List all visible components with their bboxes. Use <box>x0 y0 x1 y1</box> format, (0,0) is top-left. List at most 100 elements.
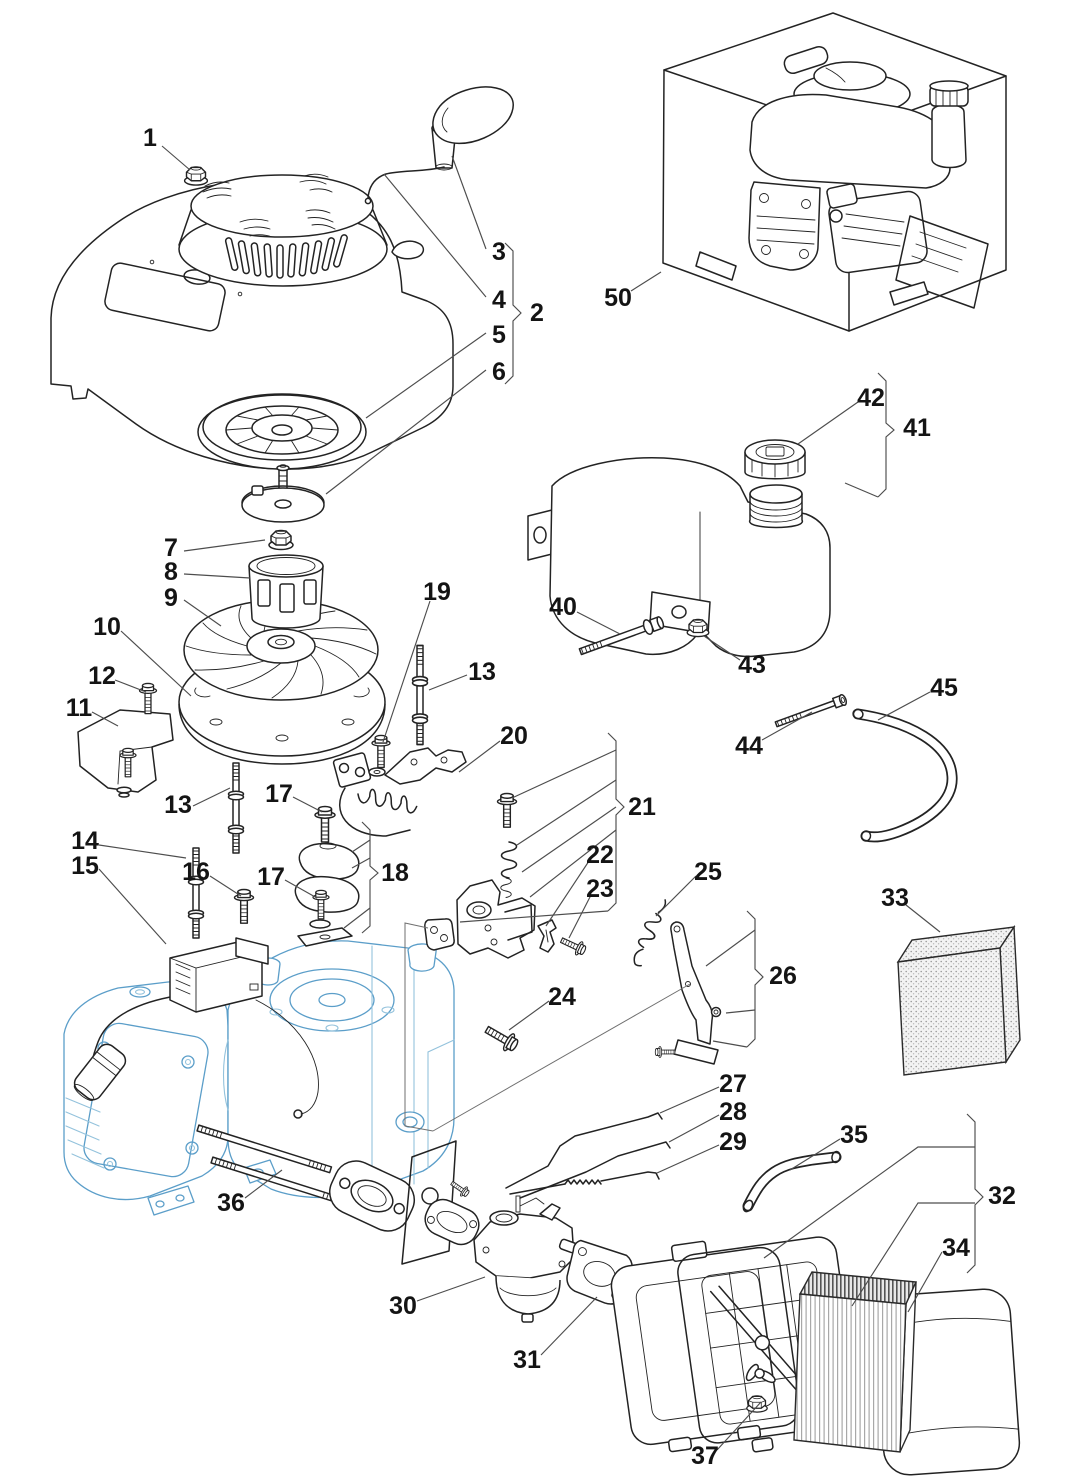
carb-gasket <box>424 1198 480 1246</box>
bracket-26 <box>746 910 764 1048</box>
bolt-19 <box>371 734 391 769</box>
leader-line <box>343 907 371 929</box>
heat-shield <box>77 709 174 798</box>
part-label-20: 20 <box>500 722 528 750</box>
complete-engine-box <box>662 12 1007 332</box>
leader-line <box>521 806 617 873</box>
complete-engine <box>695 45 989 309</box>
leader-line <box>907 1251 943 1313</box>
housing-nut <box>183 165 209 186</box>
leader-line <box>712 1040 748 1048</box>
leader-line <box>540 1296 598 1356</box>
control-bolt <box>496 792 518 828</box>
engine-mount <box>294 842 360 913</box>
part-label-3: 3 <box>492 238 506 266</box>
part-label-16: 16 <box>182 858 210 886</box>
part-label-36: 36 <box>217 1189 245 1217</box>
part-label-31: 31 <box>513 1346 541 1374</box>
leader-line <box>725 1009 756 1014</box>
air-filter-foam <box>896 924 1021 1076</box>
leader-line <box>716 1401 762 1451</box>
part-label-19: 19 <box>423 578 451 606</box>
leader-line <box>351 857 371 869</box>
governor-arm-26 <box>654 921 722 1065</box>
leader-line <box>183 539 266 552</box>
leader-line <box>761 711 813 741</box>
carburetor <box>473 1195 578 1323</box>
leader-line <box>458 740 501 773</box>
blower-housing <box>50 173 454 470</box>
cable-bracket-20 <box>332 747 467 837</box>
part-label-43: 43 <box>738 651 766 679</box>
governor-rod-27 <box>505 1112 663 1189</box>
leader-line <box>91 711 119 727</box>
alignment-lines <box>404 922 691 1132</box>
part-label-8: 8 <box>164 558 178 586</box>
leader-line <box>877 691 931 721</box>
part-label-22: 22 <box>586 841 614 869</box>
starter-cup <box>248 554 324 629</box>
fuel-tank <box>527 456 831 658</box>
part-label-6: 6 <box>492 358 506 386</box>
flywheel-nut <box>268 529 294 551</box>
leader-line <box>529 829 617 898</box>
part-label-25: 25 <box>694 858 722 886</box>
fuel-cap <box>744 439 806 480</box>
mount-washer-plate <box>297 919 353 947</box>
screw-44 <box>774 694 848 728</box>
vent-slots <box>224 234 348 279</box>
tank-bolt <box>578 616 665 656</box>
control-spring <box>500 841 518 879</box>
stud-13-right <box>411 644 429 746</box>
part-label-34: 34 <box>942 1234 970 1262</box>
governor-spring-25 <box>633 899 667 967</box>
part-label-33: 33 <box>881 884 909 912</box>
bracket-21 <box>607 732 625 912</box>
leader-line <box>576 611 621 635</box>
part-label-40: 40 <box>549 593 577 621</box>
starter-rope <box>364 166 445 205</box>
part-label-27: 27 <box>719 1070 747 1098</box>
leader-line <box>451 155 487 250</box>
part-label-18: 18 <box>381 859 409 887</box>
governor-rod-29 <box>509 1171 660 1195</box>
part-label-13b: 13 <box>164 791 192 819</box>
leader-line <box>416 1276 486 1302</box>
clip-screw-23 <box>557 933 589 958</box>
leader-line <box>114 679 147 693</box>
leader-line <box>705 929 756 967</box>
part-label-28: 28 <box>719 1098 747 1126</box>
leader-line <box>428 674 468 691</box>
bracket-18 <box>361 821 379 934</box>
part-label-7: 7 <box>164 534 178 562</box>
leader-line <box>98 844 187 859</box>
part-label-24: 24 <box>548 983 576 1011</box>
mount-bolt-17-upper <box>314 805 336 843</box>
part-label-4: 4 <box>492 286 506 314</box>
paper-element-34 <box>793 1271 918 1453</box>
leader-line <box>284 879 318 899</box>
leader-line <box>325 369 487 495</box>
part-label-10: 10 <box>93 613 121 641</box>
coil-bolt-16 <box>233 888 255 924</box>
leader-line <box>655 875 697 917</box>
leader-line <box>668 1114 720 1143</box>
leader-line <box>789 1138 841 1171</box>
fuel-hose <box>852 708 958 843</box>
air-cleaner-case <box>610 1240 801 1453</box>
intake-flange <box>329 1160 415 1232</box>
bracket-2 <box>504 242 522 385</box>
leader-line <box>383 173 487 298</box>
leader-line <box>797 401 859 445</box>
leader-line <box>244 1169 283 1199</box>
leader-line <box>98 868 167 945</box>
part-label-26: 26 <box>769 962 797 990</box>
leader-line <box>192 787 231 807</box>
leader-line <box>630 271 662 292</box>
leader-line <box>516 779 617 846</box>
leader-line <box>459 910 609 923</box>
leader-line <box>851 1202 975 1307</box>
part-label-41: 41 <box>903 414 931 442</box>
bracket-32 <box>966 1113 984 1274</box>
